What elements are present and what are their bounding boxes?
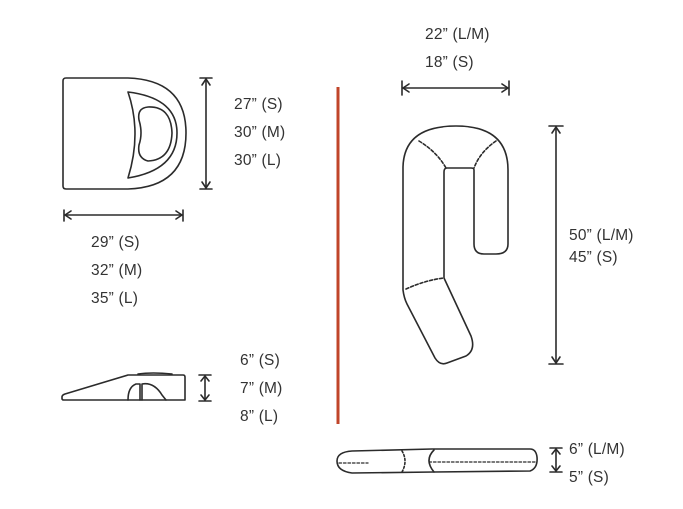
- body-pillow-top-view: [402, 125, 509, 365]
- pillow-side-height-large-medium: 6” (L/M): [569, 441, 625, 458]
- seat-width-labels: 29” (S) 32” (M) 35” (L): [91, 229, 142, 313]
- seat-height-medium: 30” (M): [234, 124, 286, 141]
- seat-side-height-small: 6” (S): [240, 352, 280, 369]
- seat-side-height-large: 8” (L): [240, 408, 279, 425]
- pillow-length-small: 45” (S): [569, 249, 618, 266]
- seat-width-medium: 32” (M): [91, 262, 143, 279]
- pillow-width-large-medium: 22” (L/M): [425, 26, 490, 43]
- pillow-length-arrow: [548, 125, 564, 365]
- seat-side-height-medium: 7” (M): [240, 380, 283, 397]
- seat-side-height-arrow: [198, 374, 212, 402]
- pillow-length-large-medium: 50” (L/M): [569, 227, 634, 244]
- body-pillow-side-view: [336, 448, 538, 474]
- seat-height-arrow: [199, 77, 213, 190]
- seat-height-large: 30” (L): [234, 152, 282, 169]
- seat-width-large: 35” (L): [91, 290, 139, 307]
- seat-height-labels: 27” (S) 30” (M) 30” (L): [234, 91, 285, 175]
- seat-width-small: 29” (S): [91, 234, 140, 251]
- pillow-side-height-small: 5” (S): [569, 469, 609, 486]
- pillow-side-height-arrow: [549, 447, 563, 473]
- pillow-side-height-labels: 6” (L/M) 5” (S): [569, 436, 625, 492]
- seat-width-arrow: [63, 209, 184, 222]
- seat-cushion-top-view: [62, 77, 187, 190]
- pillow-width-small: 18” (S): [425, 54, 474, 71]
- pillow-length-labels: 50” (L/M) 45” (S): [569, 225, 634, 269]
- seat-side-height-labels: 6” (S) 7” (M) 8” (L): [240, 347, 283, 431]
- pillow-width-arrow: [401, 80, 510, 96]
- pillow-width-labels: 22” (L/M) 18” (S): [425, 21, 490, 77]
- seat-height-small: 27” (S): [234, 96, 283, 113]
- seat-cushion-side-view: [61, 372, 186, 401]
